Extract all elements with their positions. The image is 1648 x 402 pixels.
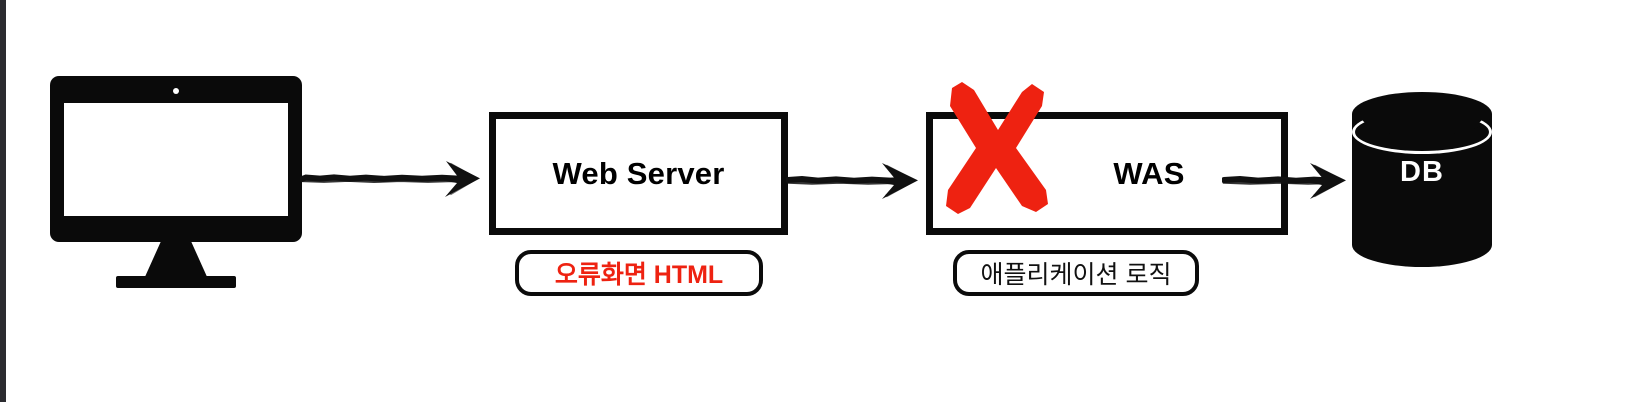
monitor-stand-base	[116, 276, 236, 288]
was-caption-text: 애플리케이션 로직	[980, 261, 1172, 289]
red-x-icon	[936, 78, 1052, 218]
arrow-was-to-db	[1221, 152, 1362, 208]
monitor-frame-icon	[50, 76, 302, 242]
arrow-client-to-web-server	[299, 150, 492, 206]
db-cylinder-node: DB	[1352, 92, 1492, 267]
monitor-screen	[64, 103, 288, 216]
web-server-caption-pill: 오류화면 HTML	[515, 250, 763, 296]
web-server-caption-text: 오류화면 HTML	[554, 261, 724, 289]
web-server-label: Web Server	[552, 155, 725, 191]
was-caption-pill: 애플리케이션 로직	[953, 250, 1199, 296]
monitor-stand-neck	[144, 242, 208, 279]
monitor-camera-dot-icon	[173, 88, 179, 94]
left-gutter-bar	[0, 0, 6, 402]
db-label: DB	[1400, 156, 1444, 188]
was-label: WAS	[1113, 155, 1185, 191]
db-rim-highlight	[1352, 110, 1492, 154]
arrow-web-server-to-was	[785, 152, 932, 208]
client-monitor-node	[50, 76, 302, 288]
web-server-box: Web Server	[489, 112, 788, 235]
